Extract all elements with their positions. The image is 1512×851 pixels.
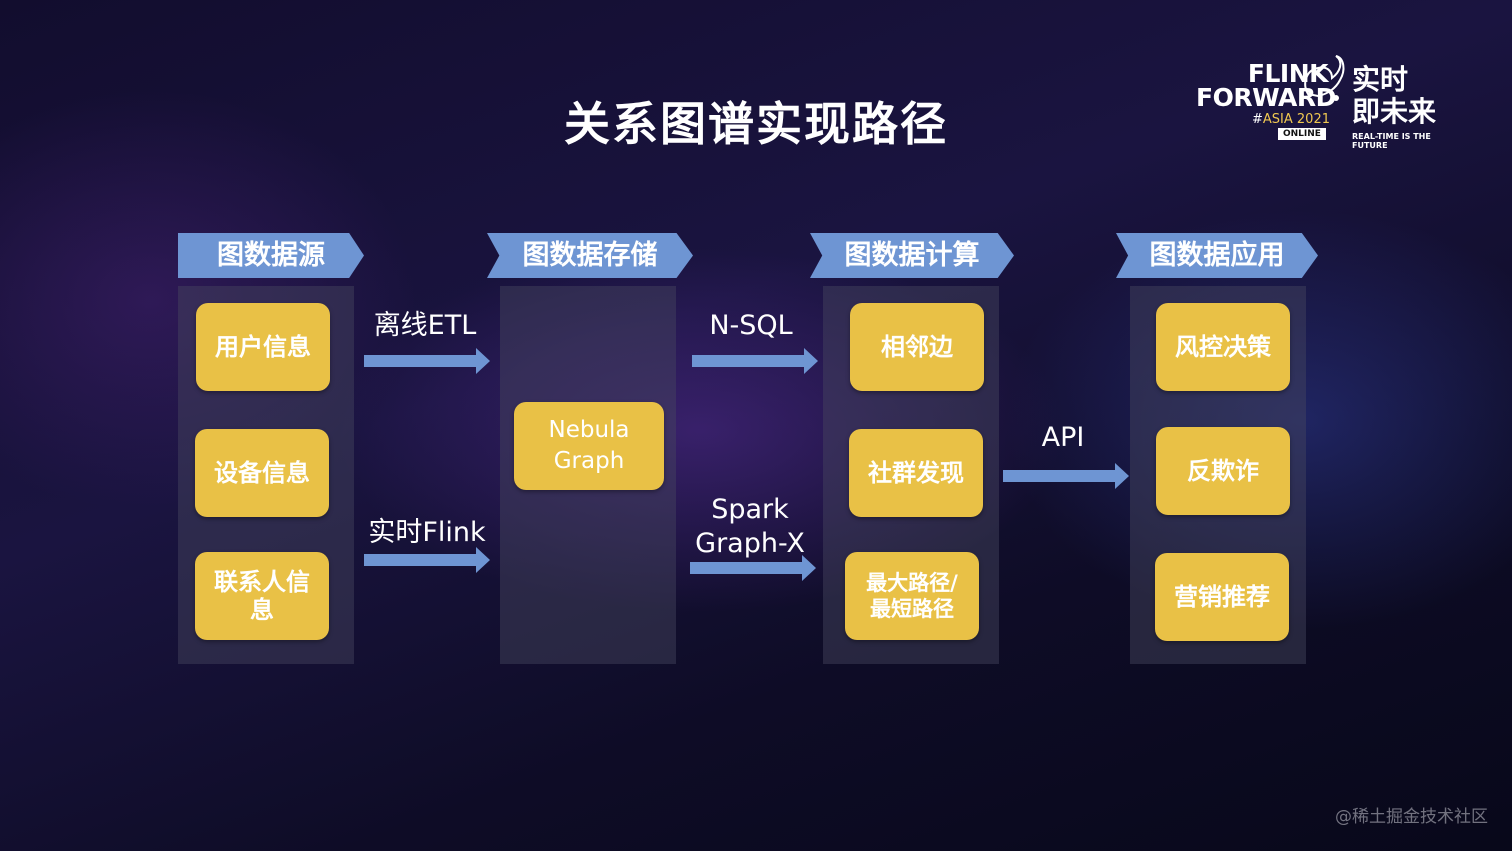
logo-chinese-slogan: 实时 即未来 [1352,63,1437,128]
logo-tagline: REAL-TIME IS THE FUTURE [1352,132,1431,150]
label-offline-etl: 离线ETL [373,310,477,341]
label-nsql: N-SQL [709,310,793,341]
flink-forward-logo: FLINK FORWARD #ASIA 2021 ONLINE 实时 即未来 R… [1196,55,1456,150]
header-graph-data-source: 图数据源 [178,233,364,278]
arrow-spark-graphx [690,555,816,581]
header-graph-data-compute: 图数据计算 [810,233,1014,278]
card-community-detection: 社群发现 [849,429,983,517]
logo-flink-text: FLINK FORWARD [1196,59,1336,112]
label-api: API [1041,422,1085,453]
slide-title: 关系图谱实现路径 [564,97,948,151]
logo-online-badge: ONLINE [1278,128,1326,140]
card-anti-fraud: 反欺诈 [1156,427,1290,515]
label-spark-graphx: Spark Graph-X [695,494,805,559]
card-user-info: 用户信息 [196,303,330,391]
squirrel-icon [1304,55,1345,101]
logo-asia: #ASIA 2021 [1252,112,1330,127]
card-adjacent-edges: 相邻边 [850,303,984,391]
card-contact-info: 联系人信息 [195,552,329,640]
card-device-info: 设备信息 [195,429,329,517]
arrow-nsql [692,348,818,374]
card-nebula-graph: Nebula Graph [514,402,664,490]
label-realtime-flink: 实时Flink [368,517,486,548]
header-graph-data-application: 图数据应用 [1116,233,1318,278]
card-risk-control: 风控决策 [1156,303,1290,391]
header-graph-data-storage: 图数据存储 [487,233,693,278]
card-max-min-path: 最大路径/最短路径 [845,552,979,640]
arrow-offline-etl [364,348,490,374]
card-marketing-recommendation: 营销推荐 [1155,553,1289,641]
arrow-api [1003,463,1129,489]
watermark: @稀土掘金技术社区 [1335,807,1488,827]
arrow-realtime-flink [364,547,490,573]
